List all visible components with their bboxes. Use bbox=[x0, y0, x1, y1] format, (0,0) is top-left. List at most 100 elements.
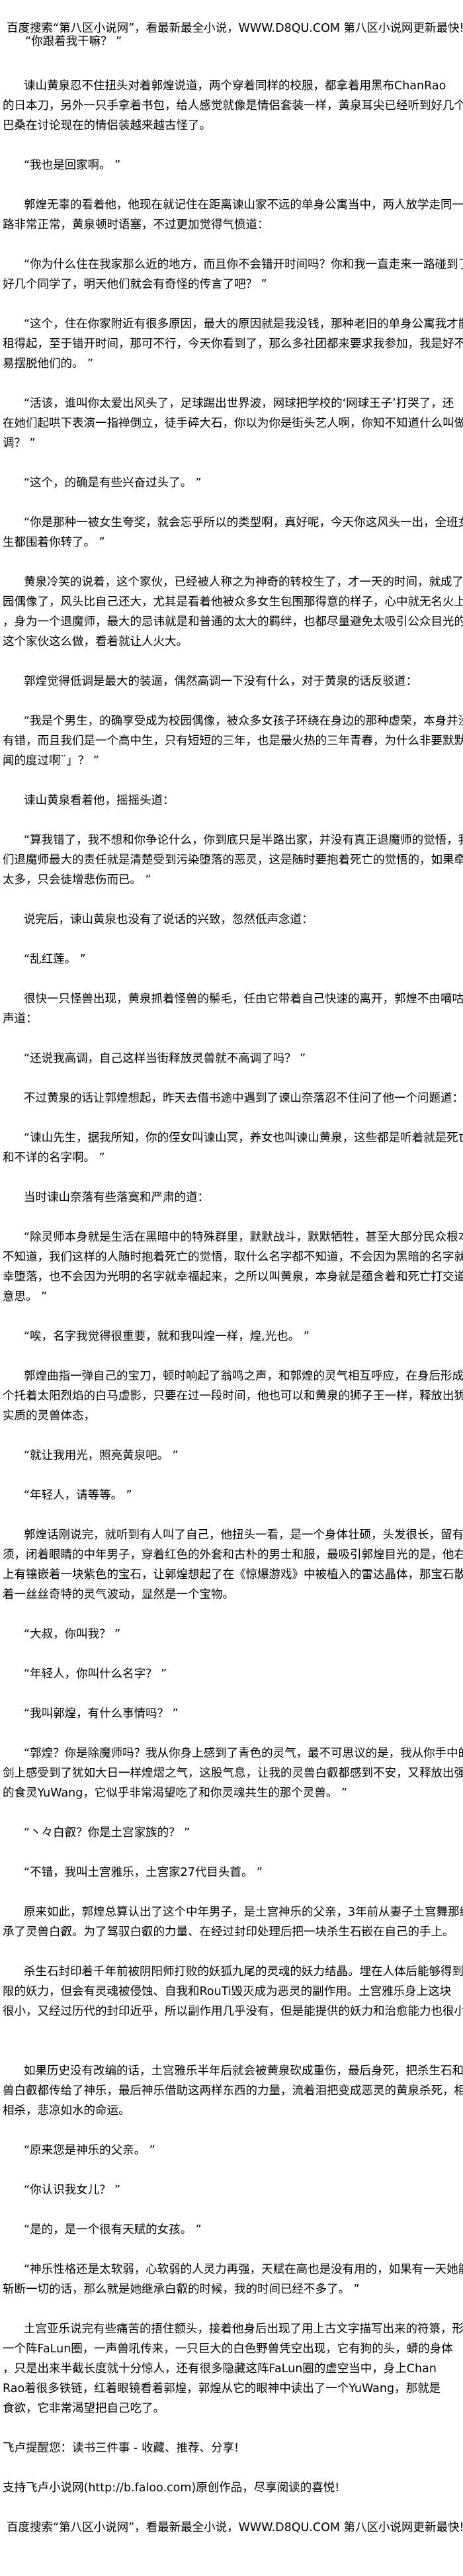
paragraph-line: “我也是回家啊。 ” bbox=[24, 159, 121, 172]
paragraph: 郭煌无辜的看着他，他现在就记住在距离谏山家不远的单身公寓当中，两人放学走同一条路… bbox=[0, 195, 463, 235]
paragraph-line: “活该，谁叫你太爱出风头了，足球踢出世界波，网球把学校的‘网球王子’打哭了，还 bbox=[24, 397, 454, 410]
paragraph: 如果历史没有改编的话，土宫雅乐半年后就会被黄泉砍成重伤，最后身死，把杀生石和灵兽… bbox=[0, 2061, 463, 2121]
paragraph-line: 们退魔师最大的责任就是清楚受到污染堕落的恶灵，这是随时要抱着死亡的觉悟的，如果牵… bbox=[3, 854, 463, 867]
paragraph-line: “原来您是神乐的父亲。 ” bbox=[24, 2144, 155, 2157]
paragraph-line: 斩断一切的话，那么就是她继承白叡的时候，我的时间已经不多了。 ” bbox=[3, 2283, 360, 2296]
paragraph-line: 郭煌无辜的看着他，他现在就记住在距离谏山家不远的单身公寓当中，两人放学走同一条 bbox=[24, 199, 463, 212]
paragraph-line: 杀生石封印着千年前被阴阳师打败的妖狐九尾的灵魂的妖力结晶。埋在人体后能够得到无 bbox=[24, 1965, 463, 1978]
paragraph-line: 的食灵YuWang，它似乎非常渴望吃了和你灵魂共生的那个灵兽。 ” bbox=[3, 1787, 348, 1800]
paragraph-line: 黄泉冷笑的说着，这个家伙，已经被人称之为神奇的转校生了，才一天的时间，就成了校 bbox=[24, 576, 463, 589]
paragraph: 郭煌话刚说完，就听到有人叫了自己，他扭头一看，是一个身体壮硕，头发很长，留有胡须… bbox=[0, 1525, 463, 1605]
paragraph-line: “郭煌？你是除魔师吗？我从你身上感到了青色的灵气，最不可思议的是，我从你手中的 bbox=[24, 1747, 463, 1760]
paragraph-line: 上有镶嵌着一块紫色的宝石，让郭煌想起了在《惊爆游戏》中被植入的雷达晶体，那宝石散… bbox=[3, 1568, 463, 1581]
paragraph-line: 承了灵兽白叡。为了驾驭白叡的力量、在经过封印处理后把一块杀生石嵌在自己的手上。 bbox=[3, 1926, 454, 1939]
paragraph: “郭煌？你是除魔师吗？我从你身上感到了青色的灵气，最不可思议的是，我从你手中的剑… bbox=[0, 1744, 463, 1803]
paragraph: “我是个男生，的确享受成为校园偶像，被众多女孩子环绕在身边的那种虚荣，本身并没有… bbox=[0, 711, 463, 771]
paragraph: “神乐性格还是太软弱，心软弱的人灵力再强，天赋在高也是没有用的，如果有一天她能斩… bbox=[0, 2260, 463, 2299]
paragraph-line: 限的妖力，但会有灵魂被侵蚀、自我和RouTi毁灭成为恶灵的副作用。土宫雅乐身上这… bbox=[3, 1985, 452, 1998]
paragraph-line: 兽白叡都传给了神乐，最后神乐借助这两样东西的力量，流着泪把变成恶灵的黄泉杀死，相… bbox=[3, 2084, 463, 2098]
paragraph: “唉，名字我觉得很重要，就和我叫煌一样，煌,光也。 ” bbox=[0, 1327, 463, 1347]
paragraph: “这个，住在你家附近有很多原因，最大的原因就是我没钱，那种老旧的单身公寓我才能租… bbox=[0, 314, 463, 374]
paragraph: “我也是回家啊。 ” bbox=[0, 155, 463, 175]
paragraph: “原来您是神乐的父亲。 ” bbox=[0, 2141, 463, 2160]
paragraph-line: “这个，的确是有些兴奋过头了。 ” bbox=[24, 476, 202, 490]
paragraph-line: 园偶像了，风头比自己还大，尤其是看着他被众多女生包围那得意的样子，心中就无名火上… bbox=[3, 596, 463, 609]
paragraph-line: 不过黄泉的话让郭煌想起，昨天去借书途中遇到了谏山奈落忍不住问了他一个问题道： bbox=[24, 1092, 463, 1105]
paragraph-line: 生都围着你转了。 ” bbox=[3, 536, 105, 549]
reading-reminder: 飞卢提醒您：读书三件事 - 收藏、推荐、分享! bbox=[3, 2442, 239, 2455]
paragraph-line: 说完后，谏山黄泉也没有了说话的兴致，忽然低声念道： bbox=[24, 913, 314, 926]
paragraph: “你认识我女儿？ ” bbox=[0, 2180, 463, 2200]
paragraph: “丶々白叡？你是土宫家族的？ ” bbox=[0, 1823, 463, 1843]
site-banner-top: 百度搜索“第八区小说网”，看最新最全小说，WWW.D8QU.COM 第八区小说网… bbox=[7, 22, 463, 35]
paragraph-line: “年轻人，请等等。 ” bbox=[24, 1489, 132, 1502]
paragraph-line: 须，闭着眼睛的中年男子，穿着红色的外套和古朴的男士和服，最吸引郭煌目光的是，他右… bbox=[3, 1548, 463, 1562]
paragraph: “谏山先生，据我所知，你的侄女叫谏山冥，养女也叫谏山黄泉，这些都是听着就是死亡和… bbox=[0, 1128, 463, 1168]
paragraph-line: “唉，名字我觉得很重要，就和我叫煌一样，煌,光也。 ” bbox=[24, 1330, 310, 1343]
paragraph-line: “就让我用光，照亮黄泉吧。 ” bbox=[24, 1449, 179, 1462]
paragraph-line: 幸堕落，也不会因为光明的名字就幸福起来，之所以叫黄泉，本身就是蕴含着和死亡打交道… bbox=[3, 1270, 463, 1284]
paragraph-line: 当时谏山奈落有些落寞和严肃的道： bbox=[24, 1191, 209, 1204]
paragraph: 郭煌曲指一弹自己的宝刀，顿时响起了翁鸣之声，和郭煌的灵气相互呼应，在身后形成一个… bbox=[0, 1366, 463, 1426]
paragraph-line: Rao着很多铁链，红着眼镜看着郭煌，郭煌从它的眼神中读出了一个YuWang，那就… bbox=[3, 2382, 441, 2395]
paragraph-line: “这个，住在你家附近有很多原因，最大的原因就是我没钱，那种老旧的单身公寓我才能 bbox=[24, 318, 463, 331]
paragraph: “是的，是一个很有天赋的女孩。 ” bbox=[0, 2220, 463, 2240]
site-banner-bottom: 百度搜索“第八区小说网”，看最新最全小说，WWW.D8QU.COM 第八区小说网… bbox=[7, 2521, 463, 2534]
paragraph: 说完后，谏山黄泉也没有了说话的兴致，忽然低声念道： bbox=[0, 910, 463, 930]
paragraph-line: “除灵师本身就是生活在黑暗中的特殊群里，默默战斗，默默牺牲，甚至大部分民众根本 bbox=[24, 1231, 463, 1244]
paragraph: “活该，谁叫你太爱出风头了，足球踢出世界波，网球把学校的‘网球王子’打哭了，还在… bbox=[0, 394, 463, 453]
paragraph-line: “大叔，你叫我？ ” bbox=[24, 1628, 121, 1641]
paragraph: “除灵师本身就是生活在黑暗中的特殊群里，默默战斗，默默牺牲，甚至大部分民众根本不… bbox=[0, 1227, 463, 1307]
paragraph-line: 路非常正常，黄泉顿时语塞，不过更加觉得气愤道： bbox=[3, 218, 269, 232]
paragraph-line: “乱红莲。 ” bbox=[24, 953, 86, 966]
paragraph: 郭煌觉得低调是最大的装逼，偶然高调一下没有什么，对于黄泉的话反驳道： bbox=[0, 672, 463, 691]
support-notice: 支持飞卢小说网(http://b.faloo.com)原创作品，尽享阅读的喜悦! bbox=[3, 2481, 340, 2495]
paragraph-line: 这个家伙这么做，看着就让人火大。 bbox=[3, 635, 188, 648]
paragraph-line: “我是个男生，的确享受成为校园偶像，被众多女孩子环绕在身边的那种虚荣，本身并没 bbox=[24, 715, 463, 728]
paragraph-line: “年轻人，你叫什么名字？ ” bbox=[24, 1667, 167, 1681]
paragraph: 原来如此，郭煌总算认出了这个中年男子，是土宫神乐的父亲，3年前从妻子土宫舞那继承… bbox=[0, 1902, 463, 1942]
paragraph-line: 剑上感受到了犹如大日一样煌熠之气，这股气息，让我的灵兽白叡都感到不安，又释放出强… bbox=[3, 1767, 463, 1780]
paragraph: “就让我用光，照亮黄泉吧。 ” bbox=[0, 1446, 463, 1466]
paragraph-line: 实质的灵兽体态， bbox=[3, 1409, 95, 1423]
paragraph-line: 很快一只怪兽出现，黄泉抓着怪兽的鬃毛，任由它带着自己快速的离开，郭煌不由嘀咕一 bbox=[24, 993, 463, 1006]
paragraph-line: “你认识我女儿？ ” bbox=[24, 2184, 121, 2197]
paragraph: “不错，我叫土宫雅乐，土宫家27代目头首。 ” bbox=[0, 1863, 463, 1883]
paragraph-line: ，只是出来半截长度就十分惊人，还有很多隐藏这阵FaLun圈的虚空当中，身上Cha… bbox=[3, 2362, 437, 2376]
paragraph-line: 食欲，它非常渴望把自己吃了。 bbox=[3, 2402, 165, 2415]
paragraph-line: 有错，而且我们是一个高中生，只有短短的三年，也是最火热的三年青春，为什么非要默默… bbox=[3, 734, 463, 748]
paragraph-line: “还说我高调，自己这样当街释放灵兽就不高调了吗？ ” bbox=[24, 1052, 306, 1065]
paragraph-line: 原来如此，郭煌总算认出了这个中年男子，是土宫神乐的父亲，3年前从妻子土宫舞那继 bbox=[24, 1906, 463, 1919]
opening-line: “你跟着我干嘛？ ” bbox=[25, 35, 122, 48]
paragraph: “我叫郭煌，有什么事情吗？ ” bbox=[0, 1704, 463, 1724]
paragraph-line: 如果历史没有改编的话，土宫雅乐半年后就会被黄泉砍成重伤，最后身死，把杀生石和灵 bbox=[24, 2065, 463, 2078]
paragraph-line: 意思。 ” bbox=[3, 1290, 48, 1304]
paragraph-line: “不错，我叫土宫雅乐，土宫家27代目头首。 ” bbox=[24, 1866, 263, 1879]
paragraph-line: 不知道，我们这样的人随时抱着死亡的觉悟，取什么名字都不知道，不会因为黑暗的名字就… bbox=[3, 1251, 463, 1264]
paragraph-line: 郭煌话刚说完，就听到有人叫了自己，他扭头一看，是一个身体壮硕，头发很长，留有胡 bbox=[24, 1529, 463, 1542]
paragraph: 当时谏山奈落有些落寞和严肃的道： bbox=[0, 1188, 463, 1208]
paragraph-line: 着一丝丝奇特的灵气波动，显然是一个宝物。 bbox=[3, 1588, 234, 1601]
paragraph: “算我错了，我不想和你争论什么，你到底只是半路出家，并没有真正退魔师的觉悟，我们… bbox=[0, 830, 463, 890]
paragraph-line: 土宫亚乐说完有些痛苦的捂住额头，接着他身后出现了用上古文字描写出来的符箓，形成 bbox=[24, 2323, 463, 2336]
paragraph-line: “神乐性格还是太软弱，心软弱的人灵力再强，天赋在高也是没有用的，如果有一天她能 bbox=[24, 2263, 463, 2276]
paragraph-line: 声道： bbox=[3, 1012, 38, 1026]
paragraph-line: 调？ ” bbox=[3, 437, 36, 450]
paragraph-line: 闻的度过啊¨」？ ” bbox=[3, 754, 99, 768]
paragraph: 黄泉冷笑的说着，这个家伙，已经被人称之为神奇的转校生了，才一天的时间，就成了校园… bbox=[0, 572, 463, 652]
paragraph-line: 太多，只会徒增悲伤而已。 ” bbox=[3, 873, 151, 887]
paragraph-line: 很小，又经过历代的封印近乎，所以副作用几乎没有，但是能提供的妖力和治愈能力也很小… bbox=[3, 2005, 463, 2018]
paragraph-line: “丶々白叡？你是土宫家族的？ ” bbox=[24, 1826, 190, 1840]
paragraph: “你为什么住在我家那么近的地方，而且你不会错开时间吗？你和我一直走来一路碰到了好… bbox=[0, 255, 463, 294]
paragraph-line: “算我错了，我不想和你争论什么，你到底只是半路出家，并没有真正退魔师的觉悟，我 bbox=[24, 834, 463, 847]
paragraph-line: 谏山黄泉忍不住扭头对着郭煌说道，两个穿着同样的校服，都拿着用黑布ChanRao bbox=[24, 79, 446, 93]
paragraph-line: “你是那种一被女生夸奖，就会忘乎所以的类型啊，真好呢，今天你这风头一出，全班女 bbox=[24, 516, 463, 529]
paragraph: 杀生石封印着千年前被阴阳师打败的妖狐九尾的灵魂的妖力结晶。埋在人体后能够得到无限… bbox=[0, 1962, 463, 2021]
paragraph-line: 易摆脱他们的。 ” bbox=[3, 357, 94, 371]
paragraph-line: “谏山先生，据我所知，你的侄女叫谏山冥，养女也叫谏山黄泉，这些都是听着就是死亡 bbox=[24, 1132, 463, 1145]
paragraph-line: 租得起，至于错开时间，那可不行，今天你看到了，那么多社团都来要求我参加，我是好不… bbox=[3, 337, 463, 351]
paragraph-line: 一个阵FaLun圈，一声兽吼传来，一只巨大的白色野兽凭空出现，它有狗的头，蟒的身… bbox=[3, 2342, 453, 2356]
paragraph-line: ，身为一个退魔师，最大的忌讳就是和普通的太大的羁绊，也都尽量避免太吸引公众目光的… bbox=[3, 615, 463, 629]
paragraph-line: 和不详的名字啊。 ” bbox=[3, 1151, 105, 1165]
paragraph: 谏山黄泉看着他，摇摇头道： bbox=[0, 791, 463, 811]
